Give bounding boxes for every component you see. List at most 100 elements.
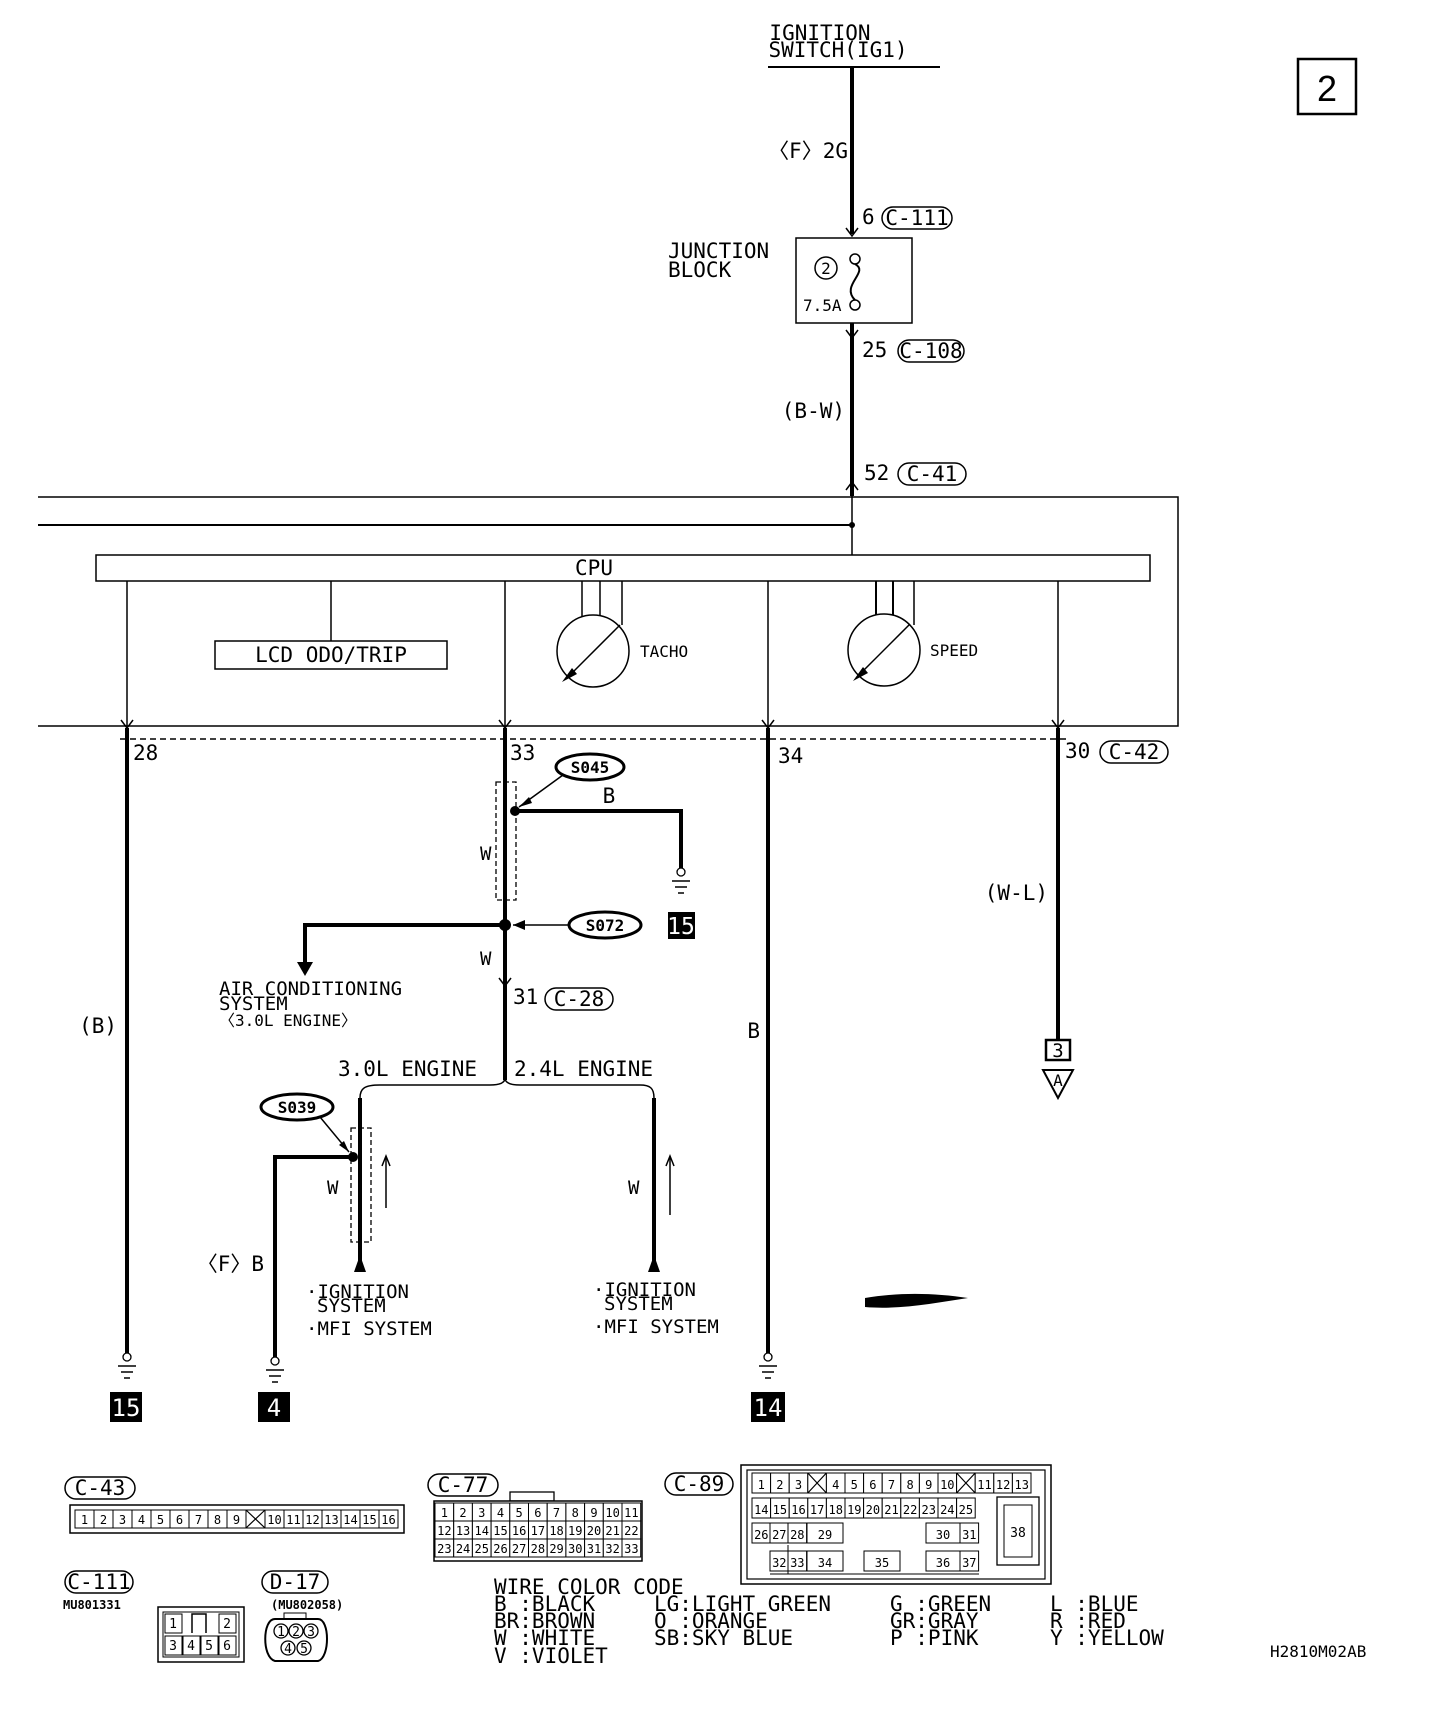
tacho-label: TACHO bbox=[640, 642, 688, 661]
empty-pin-mark bbox=[807, 1472, 827, 1494]
ac-label-1: AIR CONDITIONING bbox=[219, 978, 402, 1000]
svg-text:SB:SKY BLUE: SB:SKY BLUE bbox=[654, 1626, 793, 1650]
svg-text:A: A bbox=[1053, 1071, 1063, 1090]
svg-text:(MU802058): (MU802058) bbox=[271, 1598, 343, 1612]
pin-28: 28 bbox=[133, 741, 158, 765]
c89-pin-label: 11 bbox=[977, 1478, 991, 1492]
pin-6: 6 bbox=[862, 205, 875, 229]
c89-pin bbox=[806, 1550, 844, 1572]
c89-pin-label: 29 bbox=[818, 1528, 832, 1542]
svg-text:S039: S039 bbox=[278, 1098, 317, 1117]
svg-text:5: 5 bbox=[205, 1639, 213, 1654]
ignition-system-4: SYSTEM bbox=[604, 1293, 673, 1315]
svg-text:C-108: C-108 bbox=[899, 339, 962, 363]
c89-pin bbox=[959, 1550, 980, 1572]
junction-block-label-1: JUNCTION bbox=[668, 239, 769, 263]
c89-pin-label: 7 bbox=[888, 1478, 895, 1492]
page-number-box: 2 bbox=[1296, 57, 1358, 116]
ac-label-2: SYSTEM bbox=[219, 993, 288, 1015]
svg-text:2: 2 bbox=[292, 1625, 300, 1640]
c89-pin-label: 35 bbox=[875, 1556, 889, 1570]
c89-pin-label: 2 bbox=[776, 1478, 783, 1492]
c89-pin bbox=[863, 1550, 901, 1572]
svg-text:3: 3 bbox=[169, 1639, 177, 1654]
c89-pin-label: 26 bbox=[754, 1528, 768, 1542]
c77-pin-label: 8 bbox=[572, 1506, 579, 1520]
svg-text:S072: S072 bbox=[586, 916, 625, 935]
svg-text:MU801331: MU801331 bbox=[63, 1598, 121, 1612]
wire-color-fb: 〈F〉B bbox=[197, 1252, 264, 1276]
c77-pin-label: 29 bbox=[549, 1542, 563, 1556]
lower-wiring: 28 (B) 33 B W S045 15 bbox=[79, 719, 1169, 1422]
svg-text:15: 15 bbox=[667, 914, 695, 940]
c77-pin-label: 17 bbox=[531, 1524, 545, 1538]
c89-pin-label: 37 bbox=[962, 1556, 976, 1570]
ignition-system-1: ·IGNITION bbox=[306, 1281, 409, 1303]
c89-pin-label: 16 bbox=[791, 1503, 805, 1517]
wire-color-w-l: (W-L) bbox=[985, 881, 1048, 905]
svg-text:L :BLUE: L :BLUE bbox=[1050, 1592, 1139, 1616]
c43-pin-label: 11 bbox=[286, 1513, 300, 1527]
reference-3a: 3 A bbox=[1041, 1038, 1075, 1101]
wire-color-w2: W bbox=[480, 948, 492, 970]
svg-text:C-111: C-111 bbox=[885, 206, 948, 230]
svg-text:C-41: C-41 bbox=[907, 462, 958, 486]
ground-15-bottom: 15 bbox=[110, 1352, 142, 1422]
c89-pin-label: 10 bbox=[940, 1478, 954, 1492]
ground-14: 14 bbox=[751, 1352, 785, 1422]
c89-pin-label: 20 bbox=[866, 1503, 880, 1517]
c77-pin-label: 24 bbox=[456, 1542, 470, 1556]
c89-pin-label: 4 bbox=[832, 1478, 839, 1492]
c89-pin-label: 30 bbox=[936, 1528, 950, 1542]
c43-pin-label: 12 bbox=[305, 1513, 319, 1527]
c89-pin-label: 36 bbox=[936, 1556, 950, 1570]
c89-pin-label: 33 bbox=[790, 1556, 804, 1570]
ac-label-3: 〈3.0L ENGINE〉 bbox=[219, 1011, 357, 1030]
svg-text:G :GREEN: G :GREEN bbox=[890, 1592, 991, 1616]
svg-text:14: 14 bbox=[754, 1394, 783, 1422]
combination-meter: CPU LCD ODO/TRIP TACHO SPEED bbox=[38, 496, 1179, 727]
c89-outline bbox=[770, 1545, 979, 1575]
wire-color-b-left: (B) bbox=[79, 1014, 117, 1038]
c77-pin-label: 31 bbox=[587, 1542, 601, 1556]
svg-text:3: 3 bbox=[307, 1625, 315, 1640]
c89-pin-label: 3 bbox=[795, 1478, 802, 1492]
cpu-label: CPU bbox=[575, 556, 613, 580]
pin-31: 31 bbox=[513, 985, 538, 1009]
svg-text:Y :YELLOW: Y :YELLOW bbox=[1050, 1626, 1164, 1650]
svg-text:C-111: C-111 bbox=[67, 1570, 130, 1594]
ignition-switch: IGNITION SWITCH(IG1) bbox=[768, 21, 940, 68]
ignition-system-2: SYSTEM bbox=[317, 1295, 386, 1317]
svg-text:B :BLACK: B :BLACK bbox=[494, 1592, 596, 1616]
c43-pin bbox=[378, 1509, 399, 1529]
svg-text:15: 15 bbox=[112, 1394, 141, 1422]
c77-pin bbox=[621, 1538, 642, 1558]
svg-text:2: 2 bbox=[223, 1617, 231, 1632]
svg-text:S045: S045 bbox=[571, 758, 610, 777]
c77-pin-label: 15 bbox=[493, 1524, 507, 1538]
lcd-label: LCD ODO/TRIP bbox=[255, 643, 407, 667]
c77-pin-label: 33 bbox=[624, 1542, 638, 1556]
c43-pin-label: 1 bbox=[81, 1513, 88, 1527]
c89-pin-label: 24 bbox=[940, 1503, 954, 1517]
empty-pin-mark bbox=[245, 1509, 266, 1529]
svg-text:1: 1 bbox=[277, 1625, 285, 1640]
c43-pin-label: 8 bbox=[214, 1513, 221, 1527]
svg-text:C-89: C-89 bbox=[674, 1472, 725, 1496]
svg-text:D-17: D-17 bbox=[270, 1570, 321, 1594]
svg-text:V :VIOLET: V :VIOLET bbox=[494, 1644, 608, 1668]
svg-text:R :RED: R :RED bbox=[1050, 1609, 1126, 1633]
connector-tag-c41: C-41 bbox=[897, 462, 967, 486]
svg-text:BR:BROWN: BR:BROWN bbox=[494, 1609, 595, 1633]
mfi-system-1: ·MFI SYSTEM bbox=[306, 1318, 432, 1340]
wire-color-b-w: (B-W) bbox=[782, 399, 845, 423]
c89-pin-label: 8 bbox=[906, 1478, 913, 1492]
wire-color-code-legend: WIRE COLOR CODE B :BLACK BR:BROWN W :WHI… bbox=[494, 1575, 1164, 1668]
splice-s072: S072 bbox=[513, 910, 643, 940]
connector-tag-c108: C-108 bbox=[897, 339, 965, 363]
wire-color-2g: 〈F〉2G bbox=[768, 139, 848, 163]
c77-pin-label: 20 bbox=[587, 1524, 601, 1538]
svg-text:C-77: C-77 bbox=[438, 1473, 489, 1497]
pin-34: 34 bbox=[778, 744, 803, 768]
